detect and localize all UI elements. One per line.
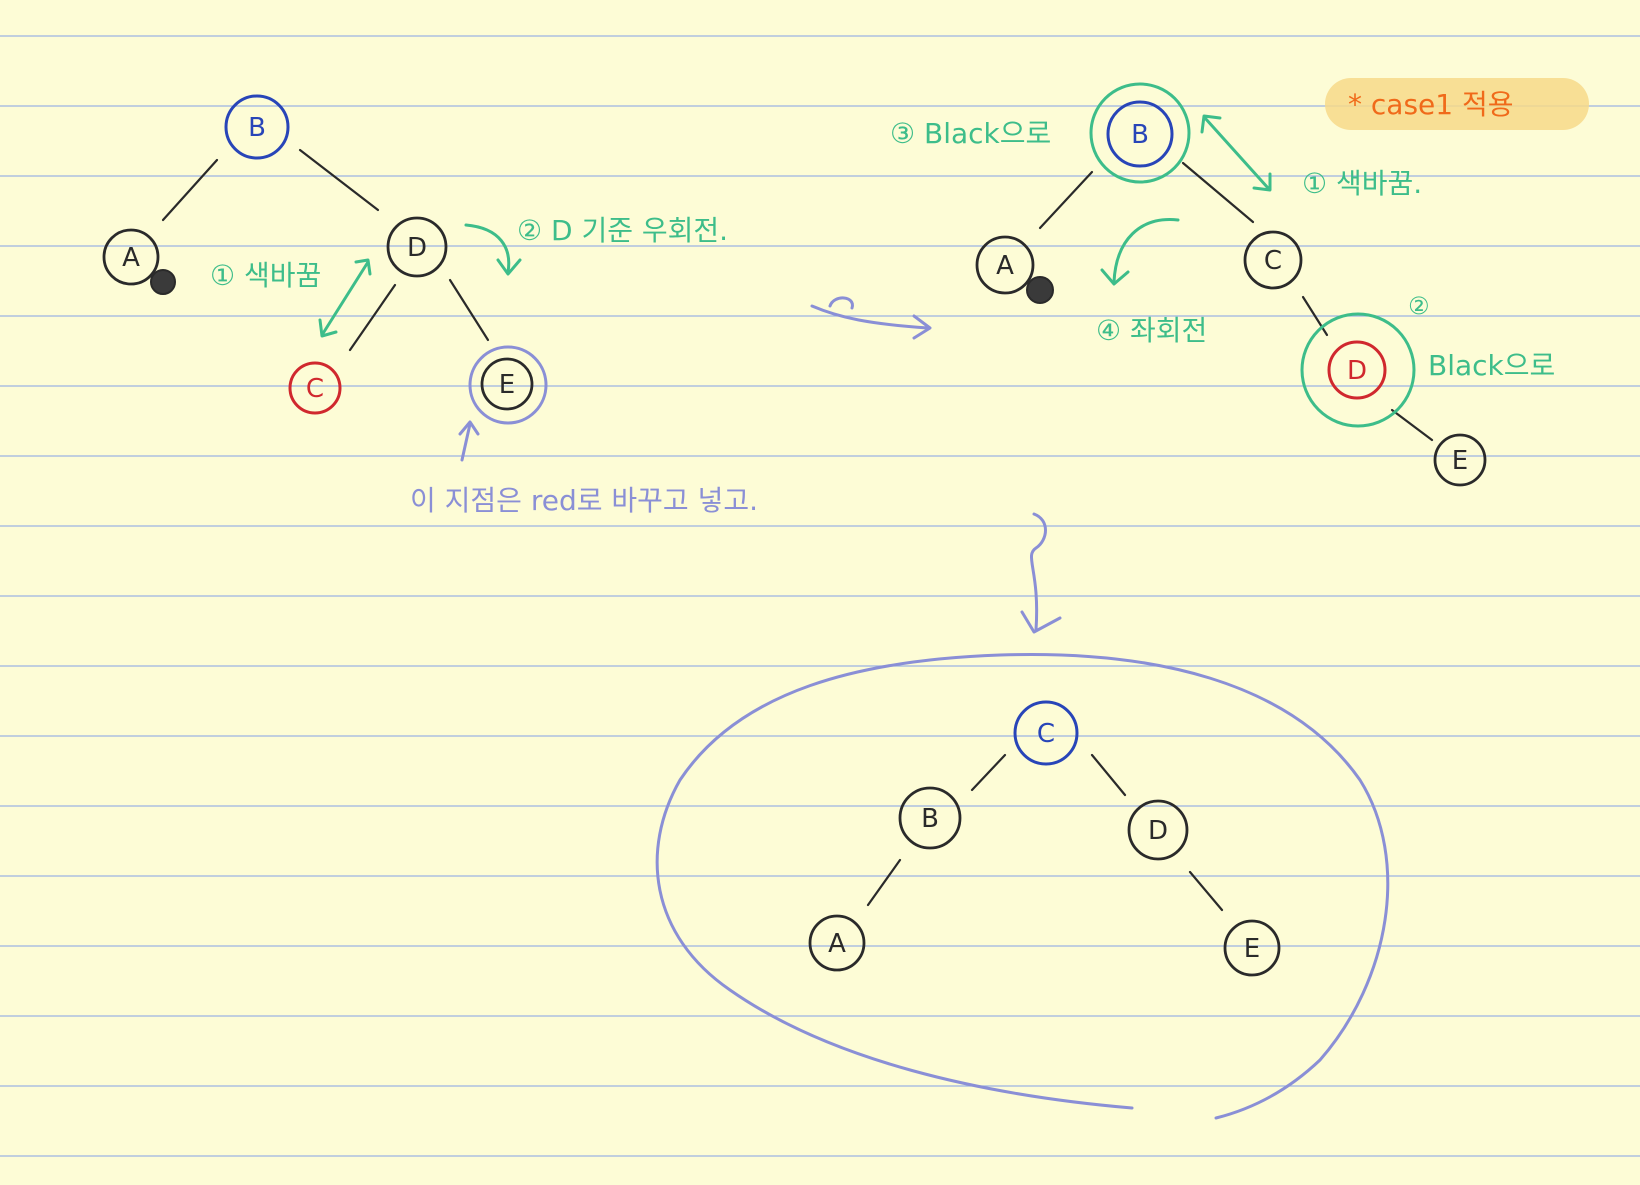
- tree-2-black-d-number: ②: [1408, 292, 1430, 320]
- tree-2-recolor-note: ① 색바꿈.: [1302, 167, 1422, 200]
- node-d3-circle: [1127, 799, 1189, 861]
- node-e-circle: [480, 357, 534, 411]
- rotate-arrowhead-icon: [496, 258, 522, 276]
- node-e3-circle: [1223, 919, 1281, 977]
- node-a-label: A: [122, 243, 140, 273]
- tree-1-annotations: [318, 223, 522, 462]
- edge-d-e: [448, 278, 490, 342]
- red-note-arrow-icon: [460, 422, 472, 462]
- node-e2-label: E: [1452, 446, 1468, 476]
- node-b2-circle: [1106, 100, 1174, 168]
- rotate-left-arrowhead-icon: [1100, 268, 1130, 286]
- tree-2-annotations: [1100, 114, 1272, 286]
- edge-b-a-3: [866, 858, 902, 907]
- nil-marker-2-icon: [1026, 276, 1054, 304]
- edge-d-e-3: [1188, 870, 1224, 912]
- red-note-arrowhead-icon: [458, 420, 480, 436]
- node-d-label: D: [407, 233, 427, 263]
- node-b2-outer-ring: [1089, 82, 1191, 184]
- node-e3-label: E: [1244, 934, 1260, 964]
- node-d2-label: D: [1347, 356, 1367, 386]
- node-b2-label: B: [1131, 120, 1149, 150]
- edge-b-a-2: [1038, 170, 1094, 230]
- edge-c-d-3: [1090, 753, 1127, 797]
- tree-1-red-note: 이 지점은 red로 바꾸고 넣고.: [410, 484, 758, 517]
- node-b3-label: B: [921, 804, 939, 834]
- tree-1-rotate-note: ② D 기준 우회전.: [517, 214, 728, 247]
- tree-2-black-d-note: Black으로: [1428, 349, 1555, 382]
- recolor-2-arrow-icon: [1203, 116, 1270, 190]
- edge-b-c-2: [1181, 161, 1255, 224]
- edge-b-a: [161, 158, 219, 222]
- node-a3-circle: [808, 914, 866, 972]
- result-enclosure: [655, 653, 1390, 1120]
- node-c3-circle: [1013, 700, 1079, 766]
- result-arrow-icon: [1020, 512, 1062, 634]
- nil-marker-icon: [150, 269, 176, 295]
- edge-b-d: [298, 148, 380, 212]
- tree-2-nodes: B A C D E: [975, 82, 1487, 487]
- transition-arrow-icon: [810, 296, 932, 340]
- rotate-arrow-icon: [464, 223, 511, 274]
- node-a-circle: [102, 228, 160, 286]
- recolor-2-arrowhead-down-icon: [1252, 172, 1272, 192]
- node-c-circle: [288, 361, 342, 415]
- notebook-rules: [0, 35, 1640, 1157]
- recolor-arrowhead-down-icon: [318, 318, 338, 338]
- node-e2-circle: [1433, 433, 1487, 487]
- title-badge-highlight: [1325, 78, 1589, 130]
- node-d-circle: [386, 216, 448, 278]
- node-c2-label: C: [1264, 246, 1282, 276]
- tree-2-black-b-note: ③ Black으로: [890, 117, 1051, 150]
- tree-3: [866, 753, 1224, 912]
- node-d3-label: D: [1148, 816, 1168, 846]
- node-a2-label: A: [996, 251, 1014, 281]
- tree-2: [1038, 161, 1434, 442]
- recolor-arrowhead-up-icon: [354, 258, 372, 276]
- node-a3-label: A: [828, 929, 846, 959]
- tree-1-recolor-note: ① 색바꿈: [210, 259, 321, 292]
- node-c3-label: C: [1037, 719, 1055, 749]
- tree-2-rotate-note: ④ 좌회전: [1096, 314, 1207, 347]
- node-d2-outer-ring: [1300, 312, 1416, 428]
- node-c-label: C: [306, 374, 324, 404]
- node-e-outer-ring: [468, 345, 548, 425]
- recolor-2-arrowhead-up-icon: [1200, 114, 1222, 134]
- title-badge-text: * case1 적용: [1348, 88, 1514, 121]
- node-c2-circle: [1243, 230, 1303, 290]
- node-b-label: B: [248, 113, 266, 143]
- tree-3-nodes: C B D A E: [808, 700, 1281, 977]
- edge-d-e-2: [1390, 408, 1434, 442]
- node-a2-circle: [975, 235, 1035, 295]
- node-d2-circle: [1327, 340, 1387, 400]
- tree-1: [161, 148, 490, 352]
- tree-1-nodes: B A D C E: [102, 94, 548, 425]
- node-b3-circle: [898, 786, 962, 850]
- edge-d-c: [348, 283, 397, 352]
- rotate-left-arrow-icon: [1112, 218, 1180, 284]
- edge-c-d-2: [1301, 295, 1329, 337]
- edge-c-b-3: [970, 753, 1007, 792]
- node-e-label: E: [499, 370, 515, 400]
- recolor-arrow-icon: [320, 260, 370, 337]
- node-b-circle: [224, 94, 290, 160]
